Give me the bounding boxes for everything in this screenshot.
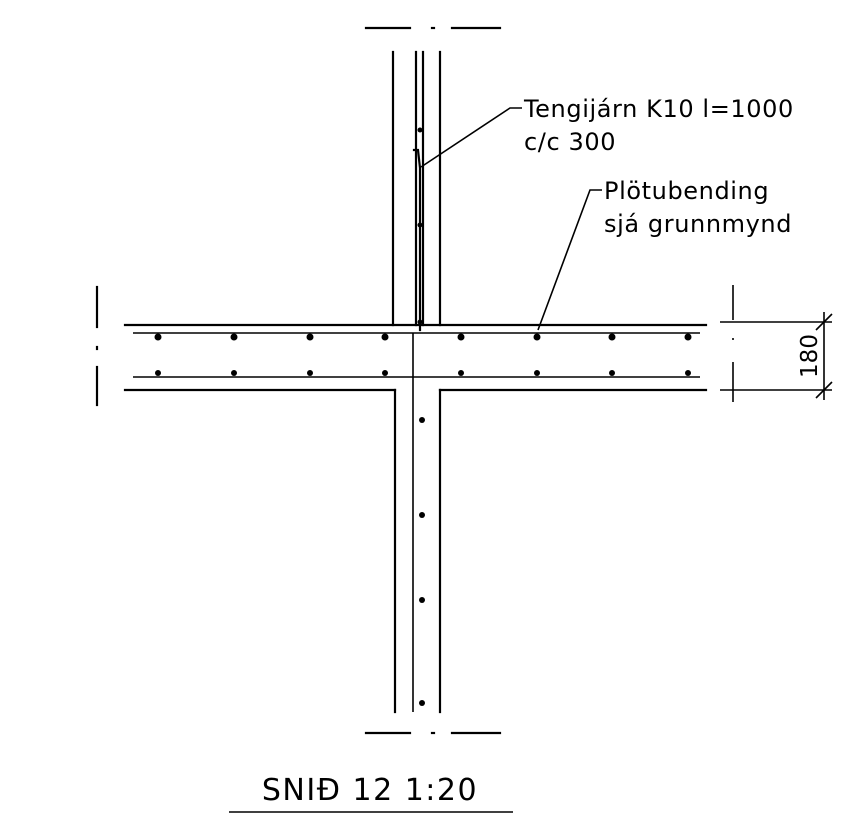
wall-bar-dot (417, 127, 423, 133)
lower-wall (393, 333, 442, 714)
annotation-slab-reinforcement-line1: Plötubending (604, 177, 769, 205)
wall-bar-dot (417, 319, 423, 325)
annotation-slab-reinforcement-line2: sjá grunnmynd (604, 210, 792, 238)
wall-bar-dot (417, 222, 423, 228)
upper-wall (391, 50, 442, 327)
annotation-connection-bars-line2: c/c 300 (524, 128, 616, 156)
leader-slab-reinforcement: Plötubending sjá grunnmynd (537, 177, 792, 331)
floor-slab (123, 323, 708, 392)
connection-bar (412, 127, 423, 332)
section-title: SNIÐ 12 1:20 (229, 773, 513, 813)
section-title-text: SNIÐ 12 1:20 (262, 773, 478, 808)
leader-connection-bars: Tengijárn K10 l=1000 c/c 300 (420, 95, 794, 168)
slab-top-bars (154, 333, 692, 341)
dimension-slab-thickness: 180 (720, 285, 833, 402)
annotation-connection-bars-line1: Tengijárn K10 l=1000 (523, 95, 794, 123)
slab-bottom-bars (155, 370, 691, 376)
dimension-value: 180 (797, 334, 823, 378)
